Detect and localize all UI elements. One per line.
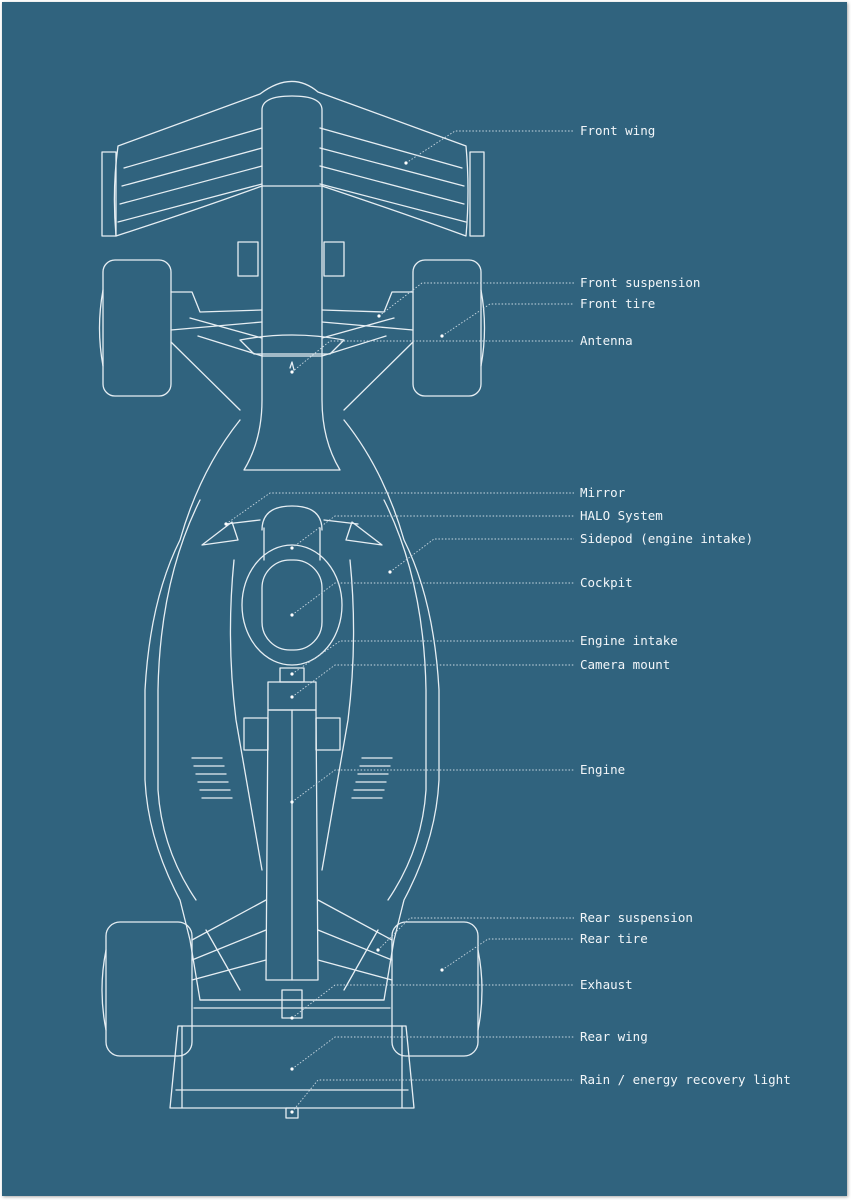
leader-line [291,640,574,675]
front-tire-right-drawing [412,259,482,397]
rear-suspension-drawing [191,899,393,991]
callout-dot [290,613,294,617]
front-suspension-drawing [170,291,414,411]
callout-sidepod: Sidepod (engine intake) [388,531,753,574]
leader-line [225,492,574,525]
rear-wing-drawing [169,1025,415,1109]
label-rear-suspension: Rear suspension [580,910,693,925]
leader-line [291,984,574,1019]
label-front-wing: Front wing [580,123,655,138]
callout-dot [404,161,408,165]
label-engine: Engine [580,762,625,777]
callout-camera-mount: Camera mount [290,657,670,699]
rear-tire-left-drawing [105,921,193,1057]
nose-drawing [243,95,341,471]
callout-rear-wing: Rear wing [290,1029,648,1071]
leader-line [291,1036,574,1070]
leader-line [291,769,574,803]
leader-line [291,340,574,373]
callout-exhaust: Exhaust [290,977,633,1020]
leader-line [291,664,574,698]
label-front-suspension: Front suspension [580,275,700,290]
rear-tire-right-drawing [391,921,479,1057]
sidepod-left-drawing [201,521,239,546]
callout-engine-intake: Engine intake [290,633,678,676]
leader-line [405,130,574,164]
callout-rear-tire: Rear tire [440,931,648,972]
label-rear-wing: Rear wing [580,1029,648,1044]
label-front-tire: Front tire [580,296,655,311]
callout-front-tire: Front tire [440,296,655,338]
callout-engine: Engine [290,762,625,804]
exhaust-drawing [281,989,303,1019]
leader-line [377,917,574,951]
callout-dot [290,1016,294,1020]
callout-dot [376,948,380,952]
callout-dot [290,800,294,804]
leader-line [291,1079,574,1113]
label-camera-mount: Camera mount [580,657,670,672]
callout-rear-suspension: Rear suspension [376,910,693,952]
callout-dot [440,968,444,972]
callout-dot [290,546,294,550]
callout-dot [224,522,228,526]
callout-dot [290,672,294,676]
callout-dot [388,570,392,574]
front-tire-left-drawing [102,259,172,397]
label-engine-intake: Engine intake [580,633,678,648]
rain-light-drawing [285,1107,299,1119]
callout-dot [440,334,444,338]
callout-dot [290,695,294,699]
engine-drawing [265,709,319,981]
callout-dot [290,1110,294,1114]
leader-line [441,938,574,971]
halo-drawing [261,505,323,531]
leader-line [389,538,574,573]
label-rear-tire: Rear tire [580,931,648,946]
callout-dot [290,370,294,374]
f1-car-outline [98,80,486,1119]
callout-halo-system: HALO System [290,508,663,550]
label-exhaust: Exhaust [580,977,633,992]
leader-line [291,515,574,549]
label-sidepod: Sidepod (engine intake) [580,531,753,546]
leader-line [441,303,574,337]
front-wing-drawing [101,80,485,277]
callout-dot [290,1067,294,1071]
callout-dot [377,314,381,318]
label-rain-light: Rain / energy recovery light [580,1072,791,1087]
label-mirror: Mirror [580,485,626,500]
callout-rain-light: Rain / energy recovery light [290,1072,791,1114]
label-antenna: Antenna [580,333,633,348]
vents-drawing [191,757,393,799]
label-halo-system: HALO System [580,508,663,523]
sidepod-right-drawing [345,521,383,546]
callout-mirror: Mirror [224,485,626,526]
leader-line [291,582,574,616]
callout-front-wing: Front wing [404,123,655,165]
callout-front-suspension: Front suspension [377,275,700,318]
callout-antenna: Antenna [290,333,633,374]
leader-line [378,282,574,317]
cockpit-drawing [241,544,343,666]
label-cockpit: Cockpit [580,575,633,590]
callout-cockpit: Cockpit [290,575,633,617]
